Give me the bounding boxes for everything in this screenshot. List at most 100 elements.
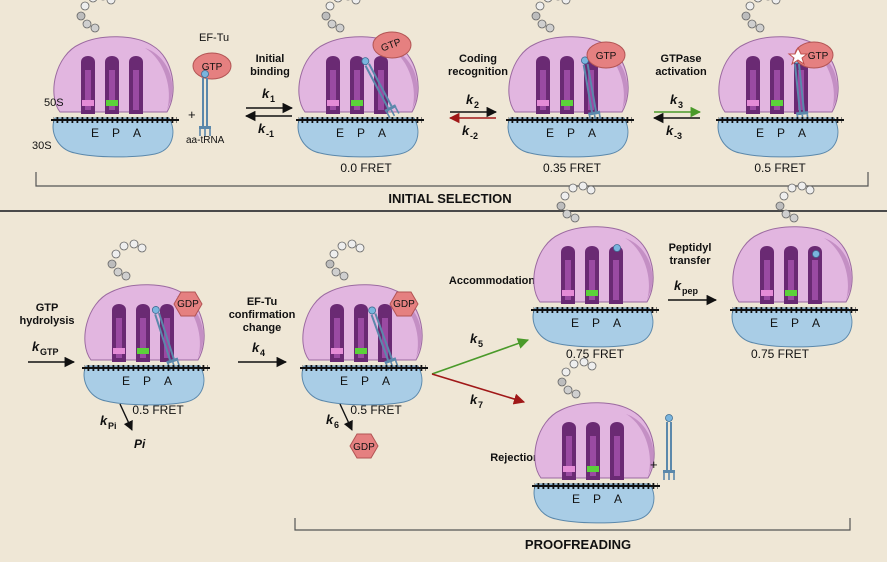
svg-text:5: 5 (478, 339, 483, 349)
rate-k7: k 7 (470, 392, 483, 410)
ribosome-state-3 (716, 0, 844, 158)
rate-k3: k 3 (670, 92, 683, 110)
site-a-label-3: A (798, 126, 806, 140)
svg-text:2: 2 (474, 100, 479, 110)
proofreading-title: PROOFREADING (525, 537, 631, 552)
site-p-label-7: P (791, 316, 799, 330)
rate-k2: k 2 (466, 92, 479, 110)
ribosome-state-7 (730, 181, 858, 348)
site-e-label-1: E (336, 126, 344, 140)
gtpase-activation-line1: GTPase (661, 53, 702, 65)
site-p-label-5: P (361, 374, 369, 388)
svg-text:4: 4 (260, 348, 265, 358)
svg-text:-1: -1 (266, 129, 274, 139)
rate-k-3: k -3 (666, 123, 682, 141)
product-pi: Pi (134, 437, 146, 451)
arrow-kpi (119, 403, 133, 431)
fret-state-2: 0.35 FRET (543, 161, 602, 175)
released-gdp-label: GDP (353, 442, 375, 453)
svg-text:pep: pep (682, 286, 699, 296)
site-a-label-5: A (382, 374, 390, 388)
svg-text:k: k (670, 92, 678, 107)
site-a-label-6: A (613, 316, 621, 330)
site-e-label-0: E (91, 126, 99, 140)
initial-binding-label-line2: binding (250, 66, 290, 78)
accommodation-label: Accommodation (449, 275, 535, 287)
fret-state-3: 0.5 FRET (754, 161, 806, 175)
rate-k1: k 1 (262, 86, 275, 104)
svg-text:k: k (262, 86, 270, 101)
site-e-label-4: E (122, 374, 130, 388)
rate-k6: k 6 (326, 412, 339, 430)
site-p-label-0: P (112, 126, 120, 140)
rate-k4: k 4 (252, 340, 265, 358)
ribosome-state-6 (531, 181, 659, 348)
svg-text:GTP: GTP (40, 347, 59, 357)
site-a-label-4: A (164, 374, 172, 388)
eftu-change-line3: change (243, 322, 282, 334)
ribosome-rejected (532, 357, 660, 524)
peptidyl-transfer-line1: Peptidyl (669, 242, 712, 254)
plus-sign: + (188, 107, 196, 122)
svg-text:k: k (326, 412, 334, 427)
coding-recognition-line1: Coding (459, 53, 497, 65)
gtp-hydrolysis-line2: hydrolysis (19, 315, 74, 327)
site-a-label-1: A (378, 126, 386, 140)
fret-state-4: 0.5 FRET (132, 403, 184, 417)
ribosome-state-0 (51, 0, 179, 158)
svg-text:k: k (674, 278, 682, 293)
gtp-label-legend: GTP (202, 62, 223, 73)
proofreading-bracket (294, 518, 851, 531)
svg-text:1: 1 (270, 94, 275, 104)
site-e-label-8: E (572, 492, 580, 506)
svg-text:k: k (252, 340, 260, 355)
site-p-label-3: P (777, 126, 785, 140)
rejection-label: Rejection (490, 452, 540, 464)
rate-k-2: k -2 (462, 123, 478, 141)
site-e-label-5: E (340, 374, 348, 388)
svg-text:k: k (666, 123, 674, 138)
rate-kpi: k Pi (100, 413, 117, 431)
site-e-label-2: E (546, 126, 554, 140)
site-p-label-1: P (357, 126, 365, 140)
svg-text:k: k (258, 121, 266, 136)
svg-text:k: k (466, 92, 474, 107)
svg-text:k: k (462, 123, 470, 138)
site-p-label-2: P (567, 126, 575, 140)
site-p-label-4: P (143, 374, 151, 388)
coding-recognition-line2: recognition (448, 66, 508, 78)
arrow-k5 (431, 338, 530, 375)
gtp-hydrolysis-line1: GTP (36, 302, 59, 314)
rate-kgtp: k GTP (32, 339, 59, 357)
ef-tu-label: EF-Tu (199, 32, 229, 44)
fret-state-6: 0.75 FRET (566, 347, 625, 361)
site-a-label-8: A (614, 492, 622, 506)
rate-k-1: k -1 (258, 121, 274, 139)
fret-state-7: 0.75 FRET (751, 347, 810, 361)
site-a-label-7: A (812, 316, 820, 330)
arrow-k7 (431, 373, 526, 405)
site-a-label-0: A (133, 126, 141, 140)
svg-text:-3: -3 (674, 131, 682, 141)
fret-state-5: 0.5 FRET (350, 403, 402, 417)
site-e-label-7: E (770, 316, 778, 330)
gtp-label-3: GTP (808, 51, 829, 62)
ribosome-state-2 (506, 0, 634, 158)
aa-trna-label: aa-tRNA (186, 135, 225, 146)
peptidyl-transfer-line2: transfer (670, 255, 712, 267)
site-a-label-2: A (588, 126, 596, 140)
rate-k5: k 5 (470, 331, 483, 349)
ribosome-state-5 (300, 239, 428, 406)
initial-selection-title: INITIAL SELECTION (388, 191, 511, 206)
site-p-label-8: P (593, 492, 601, 506)
ribosome-state-1 (296, 0, 424, 158)
rejection-plus: + (650, 457, 658, 472)
eftu-change-line1: EF-Tu (247, 296, 277, 308)
svg-text:k: k (470, 392, 478, 407)
initial-binding-label-line1: Initial (256, 53, 285, 65)
svg-text:k: k (470, 331, 478, 346)
site-e-label-3: E (756, 126, 764, 140)
fret-state-1: 0.0 FRET (340, 161, 392, 175)
